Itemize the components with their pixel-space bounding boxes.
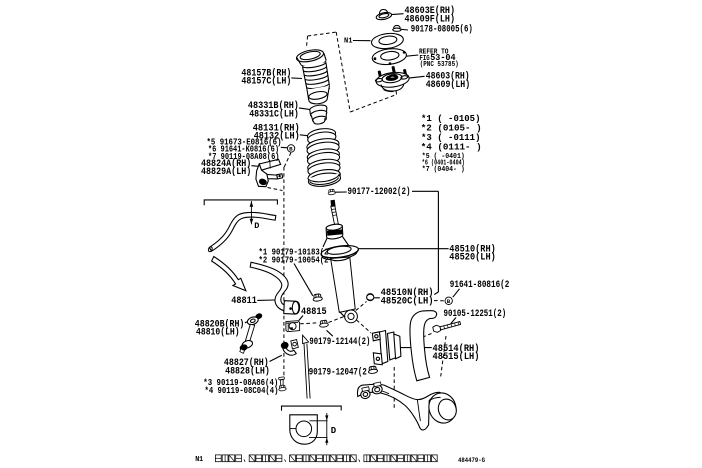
svg-text:48811: 48811 xyxy=(231,296,257,307)
svg-text:48810(LH): 48810(LH) xyxy=(196,327,240,339)
svg-text:REFER TO: REFER TO xyxy=(419,48,449,56)
svg-text:48824A(RH): 48824A(RH) xyxy=(201,158,251,170)
svg-text:B: B xyxy=(289,146,293,153)
svg-text:48331C(LH): 48331C(LH) xyxy=(249,108,299,120)
svg-text:*2 90179-10054(2: *2 90179-10054(2 xyxy=(259,254,329,265)
svg-text:90179-12144(2): 90179-12144(2) xyxy=(309,336,370,348)
svg-text:48828(LH): 48828(LH) xyxy=(225,366,270,378)
svg-text:D: D xyxy=(331,426,337,436)
svg-text:48157C(LH): 48157C(LH) xyxy=(241,76,291,88)
svg-text:53-04: 53-04 xyxy=(430,52,456,63)
svg-text:91641-80816(2: 91641-80816(2 xyxy=(450,279,510,291)
svg-text:48131(RH): 48131(RH) xyxy=(253,123,300,135)
svg-text:48157B(RH): 48157B(RH) xyxy=(241,68,291,80)
svg-text:48829A(LH): 48829A(LH) xyxy=(201,166,251,178)
svg-text:*1 ( -0105): *1 ( -0105) xyxy=(421,113,481,124)
svg-text:48514(RH): 48514(RH) xyxy=(433,343,480,355)
svg-text:48603E(RH): 48603E(RH) xyxy=(405,5,456,17)
svg-text:*3 90119-08A86(4): *3 90119-08A86(4) xyxy=(203,377,278,388)
svg-text:N1: N1 xyxy=(195,456,203,464)
svg-text:484479-G: 484479-G xyxy=(458,457,485,464)
svg-text:*5 ( -0401): *5 ( -0401) xyxy=(422,153,465,161)
svg-text:*6 (0401-0404): *6 (0401-0404) xyxy=(422,160,465,168)
svg-text:48520(LH): 48520(LH) xyxy=(449,251,496,263)
svg-text:*2 (0105- ): *2 (0105- ) xyxy=(421,123,482,134)
svg-text:48827(RH): 48827(RH) xyxy=(224,357,269,369)
svg-text:*1 90179-10183(2: *1 90179-10183(2 xyxy=(259,246,329,257)
svg-text:*6 91641-K0816(6): *6 91641-K0816(6) xyxy=(208,143,279,154)
svg-text:90105-12251(2): 90105-12251(2) xyxy=(444,308,507,320)
svg-text:90178-08005(6): 90178-08005(6) xyxy=(411,23,473,35)
svg-text:90177-12002(2): 90177-12002(2) xyxy=(348,186,411,198)
svg-text:*5 91673-E0816(6): *5 91673-E0816(6) xyxy=(207,137,282,148)
svg-text:B: B xyxy=(447,298,451,305)
svg-text:48609F(LH): 48609F(LH) xyxy=(405,13,456,25)
svg-text:FIG: FIG xyxy=(419,55,429,63)
svg-text:48520C(LH): 48520C(LH) xyxy=(381,296,434,308)
svg-text:48820B(RH): 48820B(RH) xyxy=(195,319,245,331)
svg-text:48132(LH): 48132(LH) xyxy=(254,130,300,142)
svg-text:48515(LH): 48515(LH) xyxy=(433,351,480,363)
svg-text:48603(RH): 48603(RH) xyxy=(426,71,470,83)
svg-text:*4 (0111- ): *4 (0111- ) xyxy=(421,142,482,153)
svg-text:48510(RH): 48510(RH) xyxy=(449,243,496,255)
svg-text:*3 ( -0111): *3 ( -0111) xyxy=(421,132,481,143)
svg-text:D: D xyxy=(254,221,259,231)
svg-text:*7 90119-08A08(6): *7 90119-08A08(6) xyxy=(208,151,280,162)
svg-text:48510N(RH): 48510N(RH) xyxy=(381,287,434,299)
svg-text:*4 90119-08C04(4): *4 90119-08C04(4) xyxy=(205,385,279,396)
svg-text:*7 (0404- ): *7 (0404- ) xyxy=(422,166,465,174)
svg-text:90179-12047(2: 90179-12047(2 xyxy=(309,366,367,378)
svg-text:48815: 48815 xyxy=(301,307,327,318)
svg-text:N1: N1 xyxy=(344,37,353,45)
svg-text:48331B(RH): 48331B(RH) xyxy=(248,100,299,112)
svg-text:(PNC 53785): (PNC 53785) xyxy=(420,61,459,69)
svg-text:48609(LH): 48609(LH) xyxy=(426,79,471,91)
